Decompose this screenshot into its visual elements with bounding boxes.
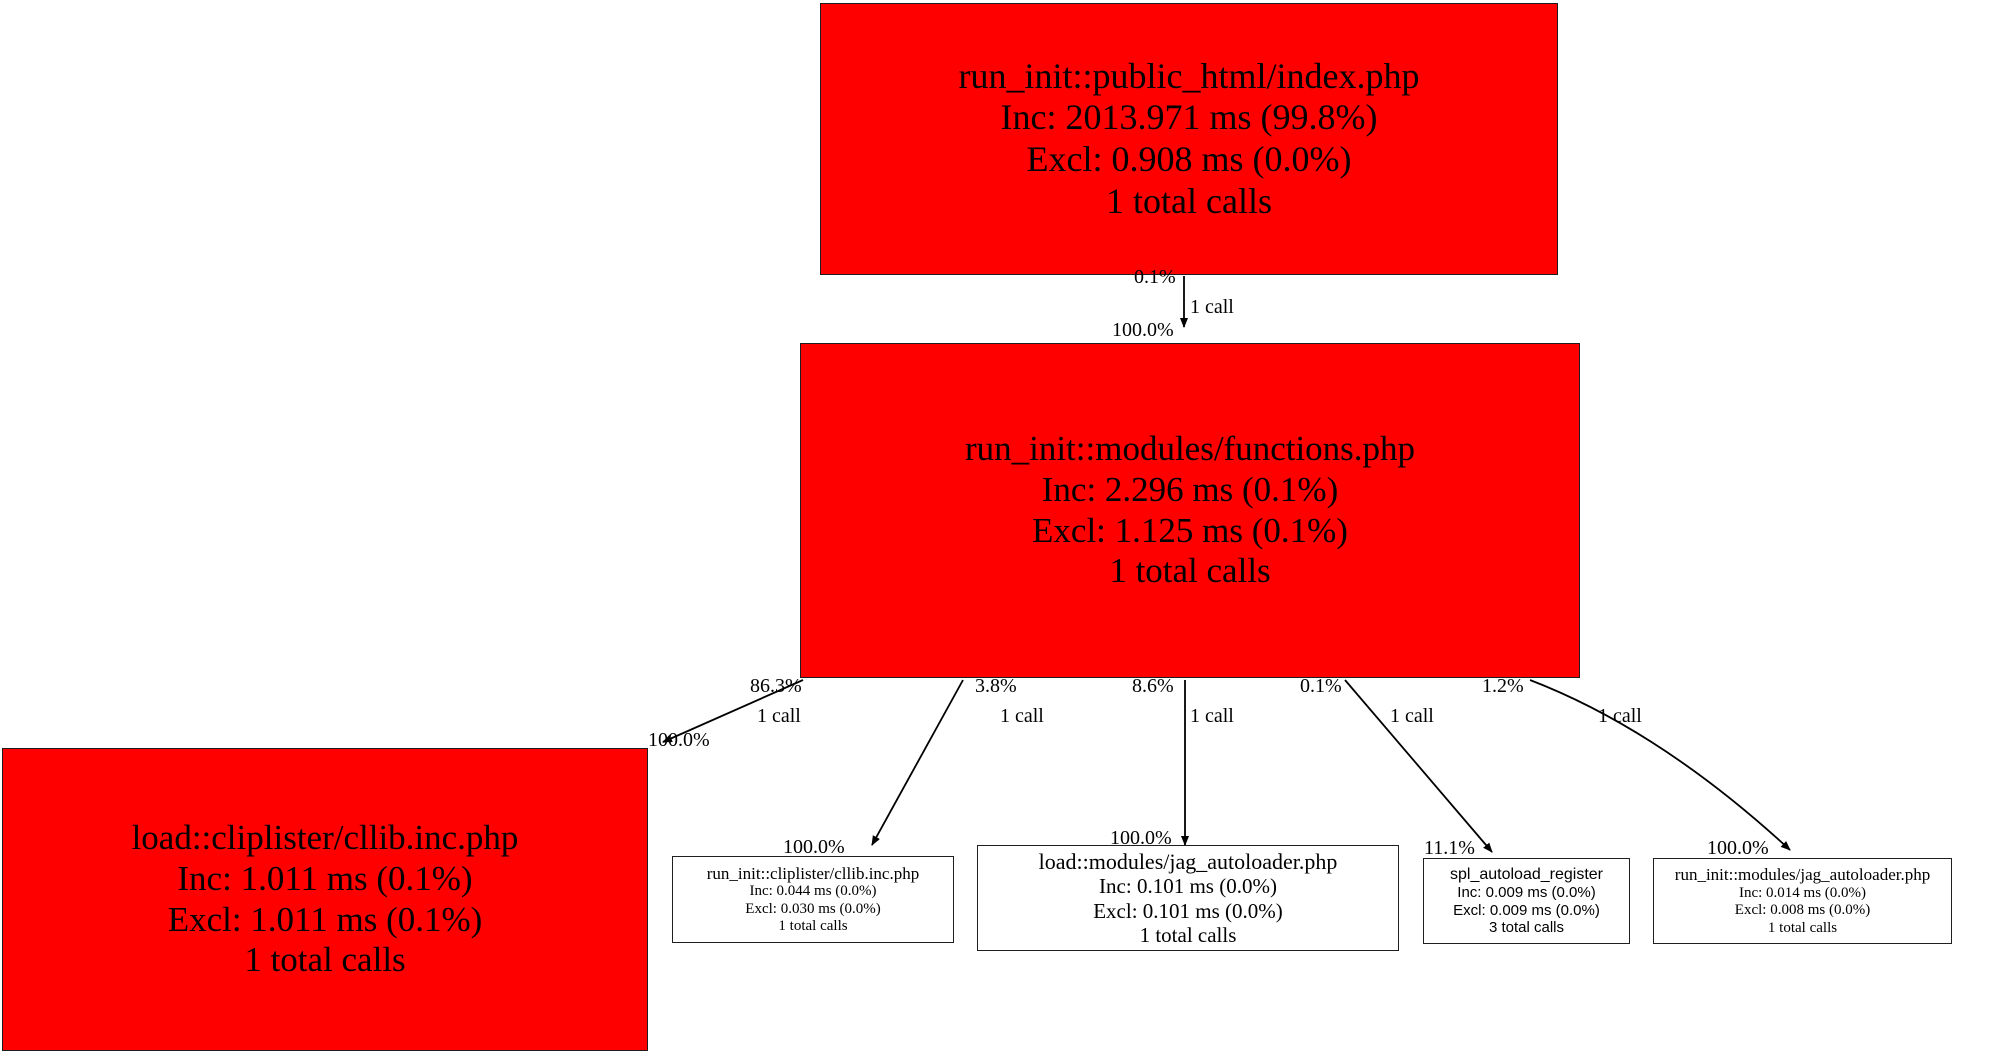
node-inclusive-time: Inc: 1.011 ms (0.1%) [177, 858, 473, 898]
node-inclusive-time: Inc: 2.296 ms (0.1%) [1041, 469, 1339, 509]
edge-label-source-pct: 8.6% [1132, 675, 1174, 697]
node-exclusive-time: Excl: 0.008 ms (0.0%) [1734, 902, 1871, 919]
node-exclusive-time: Excl: 0.101 ms (0.0%) [1093, 898, 1283, 923]
edge-label-target-pct: 100.0% [1112, 319, 1174, 341]
edge-label-source-pct: 86.3% [750, 675, 802, 697]
node-total-calls: 1 total calls [1109, 551, 1271, 591]
edge-label-target-pct: 100.0% [648, 729, 710, 751]
node-title: run_init::modules/functions.php [964, 429, 1416, 469]
node-run-init-functions-php[interactable]: run_init::modules/functions.php Inc: 2.2… [800, 343, 1580, 678]
edge-label-source-pct: 1.2% [1482, 675, 1524, 697]
edge-label-calls: 1 call [1598, 705, 1642, 727]
edge-label-calls: 1 call [1000, 705, 1044, 727]
node-load-cliplister-cllib[interactable]: load::cliplister/cllib.inc.php Inc: 1.01… [2, 748, 648, 1051]
edge-label-source-pct: 0.1% [1134, 266, 1176, 288]
node-exclusive-time: Excl: 1.011 ms (0.1%) [167, 899, 483, 939]
node-exclusive-time: Excl: 0.009 ms (0.0%) [1453, 901, 1600, 919]
node-title: load::cliplister/cllib.inc.php [131, 818, 519, 858]
edge-label-calls: 1 call [1390, 705, 1434, 727]
edge-label-target-pct: 11.1% [1424, 837, 1475, 859]
edge-label-calls: 1 call [757, 705, 801, 727]
node-total-calls: 1 total calls [1106, 180, 1272, 221]
node-inclusive-time: Inc: 0.009 ms (0.0%) [1457, 884, 1596, 902]
node-run-init-modules-jag-autoloader[interactable]: run_init::modules/jag_autoloader.php Inc… [1653, 858, 1952, 944]
node-total-calls: 1 total calls [1767, 919, 1838, 936]
node-title: run_init::modules/jag_autoloader.php [1674, 865, 1931, 885]
node-total-calls: 1 total calls [1139, 922, 1237, 947]
node-total-calls: 3 total calls [1488, 918, 1565, 936]
node-exclusive-time: Excl: 0.908 ms (0.0%) [1026, 139, 1352, 179]
node-total-calls: 1 total calls [778, 918, 848, 935]
node-inclusive-time: Inc: 0.101 ms (0.0%) [1099, 874, 1277, 899]
edge-label-calls: 1 call [1190, 705, 1234, 727]
node-exclusive-time: Excl: 1.125 ms (0.1%) [1032, 510, 1348, 550]
node-exclusive-time: Excl: 0.030 ms (0.0%) [745, 900, 881, 917]
node-total-calls: 1 total calls [244, 940, 406, 980]
edge-label-target-pct: 100.0% [783, 836, 845, 858]
node-inclusive-time: Inc: 2013.971 ms (99.8%) [1000, 97, 1378, 138]
edge-label-target-pct: 100.0% [1110, 827, 1172, 849]
node-run-init-index-php[interactable]: run_init::public_html/index.php Inc: 201… [820, 3, 1558, 275]
node-title: run_init::public_html/index.php [958, 55, 1420, 96]
edge-label-calls: 1 call [1190, 296, 1234, 318]
node-spl-autoload-register[interactable]: spl_autoload_register Inc: 0.009 ms (0.0… [1423, 858, 1630, 944]
edge-functions-to-runinit-jag [1529, 679, 1791, 851]
node-inclusive-time: Inc: 0.014 ms (0.0%) [1738, 884, 1867, 901]
node-load-modules-jag-autoloader[interactable]: load::modules/jag_autoloader.php Inc: 0.… [977, 845, 1399, 951]
node-title: spl_autoload_register [1450, 865, 1603, 883]
edge-label-source-pct: 3.8% [975, 675, 1017, 697]
node-inclusive-time: Inc: 0.044 ms (0.0%) [749, 883, 877, 900]
edge-label-source-pct: 0.1% [1300, 675, 1342, 697]
edge-functions-to-runinit-cllib [871, 679, 964, 846]
node-title: run_init::cliplister/cllib.inc.php [706, 863, 920, 883]
edge-label-target-pct: 100.0% [1707, 837, 1769, 859]
node-title: load::modules/jag_autoloader.php [1038, 848, 1338, 874]
node-run-init-cliplister-cllib[interactable]: run_init::cliplister/cllib.inc.php Inc: … [672, 856, 954, 943]
